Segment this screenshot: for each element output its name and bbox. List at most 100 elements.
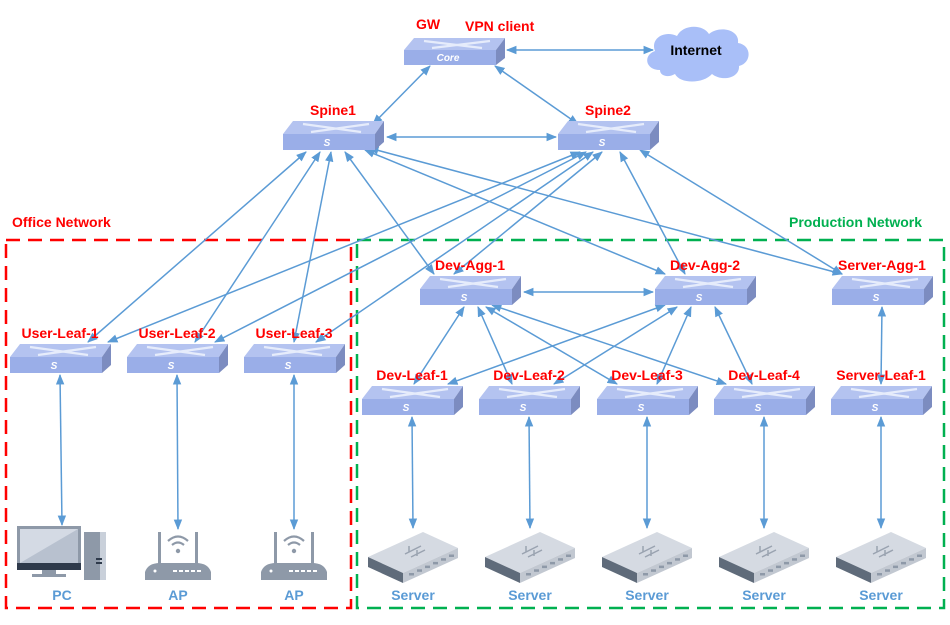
link-dev-agg-2-dev-leaf-4[interactable] xyxy=(714,306,753,385)
switch-badge: S xyxy=(872,403,879,414)
dev-leaf-2-label: Dev-Leaf-2 xyxy=(493,367,565,383)
spine1-switch[interactable]: S xyxy=(283,121,384,150)
link-dev-agg-2-dev-leaf-2[interactable] xyxy=(553,306,678,385)
ap-2-label: AP xyxy=(284,587,303,603)
switch-badge: S xyxy=(324,138,331,149)
link-dev-leaf-2-server-2[interactable] xyxy=(524,415,535,530)
dev-leaf-2-switch[interactable]: S xyxy=(479,386,580,415)
link-user-leaf-1-pc[interactable] xyxy=(55,373,67,527)
user-leaf-2-label: User-Leaf-2 xyxy=(138,325,215,341)
dev-agg-2-switch[interactable]: S xyxy=(655,276,756,305)
ap-1-device[interactable]: AP xyxy=(145,532,211,603)
office-zone-label: Office Network xyxy=(12,214,111,230)
dev-agg-1-switch[interactable]: S xyxy=(420,276,521,305)
switch-arrows-icon xyxy=(616,387,684,399)
dev-leaf-3-switch[interactable]: S xyxy=(597,386,698,415)
switch-badge: S xyxy=(873,293,880,304)
link-spine2-user-leaf-1[interactable] xyxy=(107,151,581,343)
switch-arrows-icon xyxy=(423,39,491,50)
switch-arrows-icon xyxy=(381,387,449,399)
user-leaf-3-label: User-Leaf-3 xyxy=(255,325,332,341)
link-dev-agg-2-dev-leaf-3[interactable] xyxy=(656,306,692,385)
dev-agg-1-label: Dev-Agg-1 xyxy=(435,257,505,273)
dev-leaf-4-label: Dev-Leaf-4 xyxy=(728,367,800,383)
server-icon xyxy=(485,532,575,583)
server-4-label: Server xyxy=(742,587,786,603)
server-agg-1-switch[interactable]: S xyxy=(832,276,933,305)
pc-device[interactable]: PC xyxy=(17,526,106,603)
core-label-vpn: VPN client xyxy=(465,18,535,34)
switch-badge: S xyxy=(285,361,292,372)
link-core-spine1[interactable] xyxy=(372,65,431,125)
spine1-label: Spine1 xyxy=(310,102,356,118)
server-icon xyxy=(602,532,692,583)
link-core-spine2[interactable] xyxy=(494,65,579,125)
switch-arrows-icon xyxy=(302,122,370,134)
cloud-icon xyxy=(647,26,749,82)
server-icon xyxy=(368,532,458,583)
switch-badge: S xyxy=(755,403,762,414)
link-spine2-dev-agg-1[interactable] xyxy=(453,151,603,275)
link-spine1-user-leaf-2[interactable] xyxy=(194,151,321,343)
dev-leaf-4-switch[interactable]: S xyxy=(714,386,815,415)
core-switch[interactable]: Core xyxy=(404,38,505,65)
nodes-layer: Internet Core GW VPN client SSpine1SSpin… xyxy=(10,16,933,415)
internet-label: Internet xyxy=(670,42,722,58)
link-spine1-dev-agg-2[interactable] xyxy=(364,149,666,275)
link-spine1-dev-agg-1[interactable] xyxy=(344,151,435,275)
spine2-switch[interactable]: S xyxy=(558,121,659,150)
dev-agg-2-label: Dev-Agg-2 xyxy=(670,257,740,273)
link-spine1-user-leaf-1[interactable] xyxy=(87,151,307,343)
link-dev-leaf-1-server-1[interactable] xyxy=(407,415,418,530)
server-1-device[interactable]: Server xyxy=(368,532,458,603)
switch-arrows-icon xyxy=(439,277,507,289)
dev-leaf-1-switch[interactable]: S xyxy=(362,386,463,415)
switch-arrows-icon xyxy=(263,345,331,357)
ap-1-label: AP xyxy=(168,587,187,603)
link-spine2-user-leaf-2[interactable] xyxy=(214,151,587,343)
user-leaf-1-switch[interactable]: S xyxy=(10,344,111,373)
switch-arrows-icon xyxy=(674,277,742,289)
switch-arrows-icon xyxy=(850,387,918,399)
switch-badge: S xyxy=(51,361,58,372)
server-3-label: Server xyxy=(625,587,669,603)
dev-leaf-3-label: Dev-Leaf-3 xyxy=(611,367,683,383)
user-leaf-2-switch[interactable]: S xyxy=(127,344,228,373)
server-4-device[interactable]: Server xyxy=(719,532,809,603)
switch-arrows-icon xyxy=(733,387,801,399)
server-icon xyxy=(836,532,926,583)
wifi-router-icon xyxy=(145,532,211,580)
wifi-router-icon xyxy=(261,532,327,580)
link-spine2-dev-agg-2[interactable] xyxy=(619,151,686,275)
server-2-label: Server xyxy=(508,587,552,603)
server-5-device[interactable]: Server xyxy=(836,532,926,603)
link-spine1-server-agg-1[interactable] xyxy=(367,146,844,276)
dev-leaf-1-label: Dev-Leaf-1 xyxy=(376,367,448,383)
ap-2-device[interactable]: AP xyxy=(261,532,327,603)
switch-arrows-icon xyxy=(577,122,645,134)
switch-badge: S xyxy=(461,293,468,304)
server-leaf-1-label: Server-Leaf-1 xyxy=(836,367,926,383)
server-2-device[interactable]: Server xyxy=(485,532,575,603)
user-leaf-1-label: User-Leaf-1 xyxy=(21,325,98,341)
server-1-label: Server xyxy=(391,587,435,603)
server-3-device[interactable]: Server xyxy=(602,532,692,603)
link-server-agg-1-server-leaf-1[interactable] xyxy=(876,305,887,386)
pc-icon xyxy=(17,526,106,580)
switch-arrows-icon xyxy=(146,345,214,357)
switch-badge: S xyxy=(168,361,175,372)
switch-badge: S xyxy=(520,403,527,414)
link-spine2-server-agg-1[interactable] xyxy=(639,149,843,275)
user-leaf-3-switch[interactable]: S xyxy=(244,344,345,373)
production-zone-label: Production Network xyxy=(789,214,922,230)
switch-badge: S xyxy=(599,138,606,149)
link-spine1-user-leaf-3[interactable] xyxy=(291,150,334,344)
server-leaf-1-switch[interactable]: S xyxy=(831,386,932,415)
link-user-leaf-2-ap-1[interactable] xyxy=(172,373,183,531)
internet-cloud[interactable]: Internet xyxy=(647,26,749,82)
pc-label: PC xyxy=(52,587,71,603)
core-badge: Core xyxy=(437,53,460,64)
server-icon xyxy=(719,532,809,583)
